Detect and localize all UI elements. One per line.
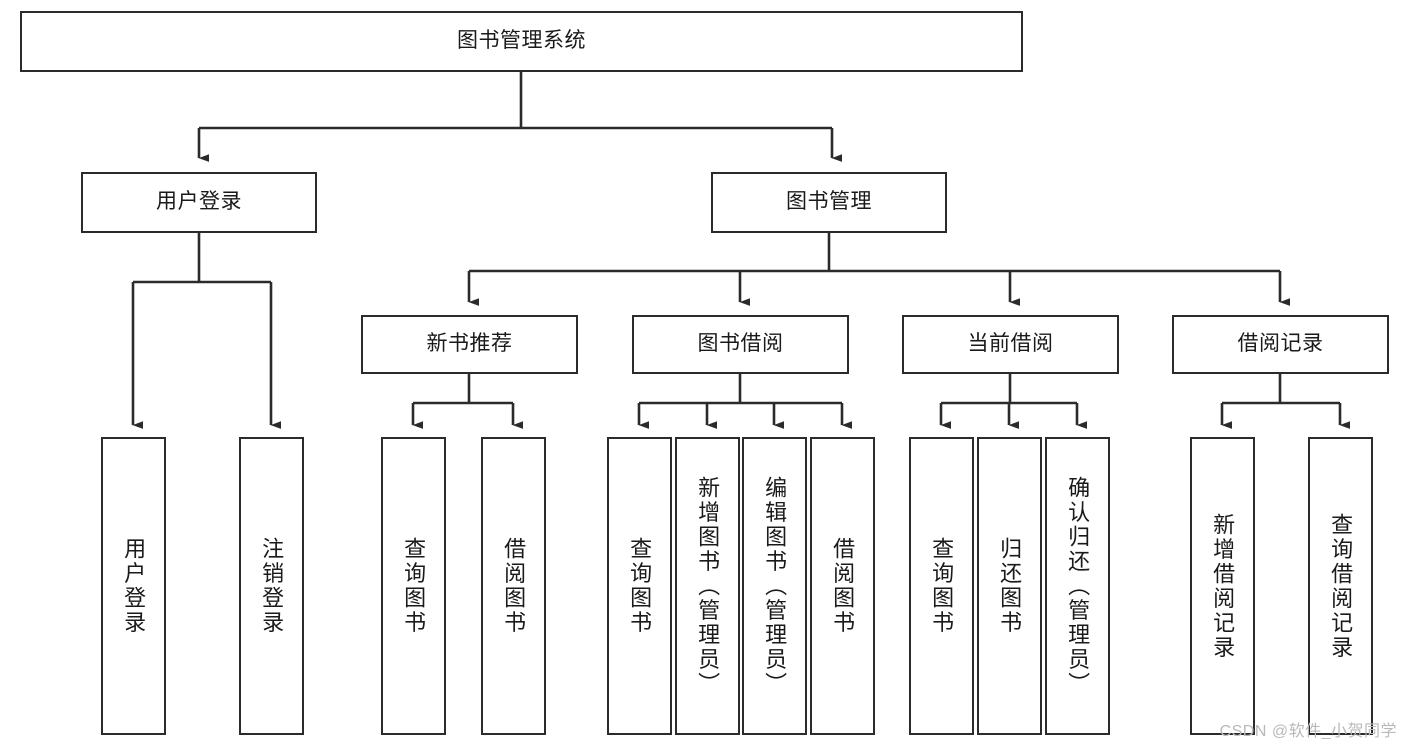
leaf-edit-book-admin[interactable]: 编辑图书（管理员） xyxy=(742,437,807,735)
node-book-borrow[interactable]: 图书借阅 xyxy=(632,315,849,374)
leaf-borrow-book-2-label: 借阅图书 xyxy=(830,537,856,635)
leaf-return-book[interactable]: 归还图书 xyxy=(977,437,1042,735)
node-book-management[interactable]: 图书管理 xyxy=(711,172,947,233)
leaf-query-borrow-record[interactable]: 查询借阅记录 xyxy=(1308,437,1373,735)
node-borrow-record-label: 借阅记录 xyxy=(1237,332,1324,356)
leaf-borrow-book-2[interactable]: 借阅图书 xyxy=(810,437,875,735)
leaf-edit-book-admin-label: 编辑图书（管理员） xyxy=(762,475,788,697)
node-user-login-label: 用户登录 xyxy=(156,190,242,214)
leaf-confirm-return-admin[interactable]: 确认归还（管理员） xyxy=(1045,437,1110,735)
leaf-query-borrow-record-label: 查询借阅记录 xyxy=(1328,512,1354,660)
leaf-query-book-3[interactable]: 查询图书 xyxy=(909,437,974,735)
leaf-query-book-1-label: 查询图书 xyxy=(401,537,427,635)
node-user-login[interactable]: 用户登录 xyxy=(81,172,317,233)
node-borrow-record[interactable]: 借阅记录 xyxy=(1172,315,1389,374)
leaf-return-book-label: 归还图书 xyxy=(997,537,1023,635)
leaf-add-book-admin[interactable]: 新增图书（管理员） xyxy=(675,437,740,735)
node-new-book-recommend[interactable]: 新书推荐 xyxy=(361,315,578,374)
node-root[interactable]: 图书管理系统 xyxy=(20,11,1023,72)
connector-edges xyxy=(131,72,1351,430)
leaf-user-login[interactable]: 用户登录 xyxy=(101,437,166,735)
leaf-add-borrow-record[interactable]: 新增借阅记录 xyxy=(1190,437,1255,735)
node-book-management-label: 图书管理 xyxy=(786,190,872,214)
leaf-user-login-label: 用户登录 xyxy=(121,537,147,635)
leaf-add-borrow-record-label: 新增借阅记录 xyxy=(1210,512,1236,660)
leaf-logout-login[interactable]: 注销登录 xyxy=(239,437,304,735)
node-current-borrow-label: 当前借阅 xyxy=(967,332,1054,356)
leaf-query-book-3-label: 查询图书 xyxy=(929,537,955,635)
node-book-borrow-label: 图书借阅 xyxy=(697,332,784,356)
node-current-borrow[interactable]: 当前借阅 xyxy=(902,315,1119,374)
leaf-borrow-book-1[interactable]: 借阅图书 xyxy=(481,437,546,735)
leaf-query-book-1[interactable]: 查询图书 xyxy=(381,437,446,735)
node-new-book-recommend-label: 新书推荐 xyxy=(426,332,513,356)
leaf-query-book-2[interactable]: 查询图书 xyxy=(607,437,672,735)
node-root-label: 图书管理系统 xyxy=(457,29,586,53)
leaf-borrow-book-1-label: 借阅图书 xyxy=(501,537,527,635)
leaf-confirm-return-admin-label: 确认归还（管理员） xyxy=(1065,475,1091,697)
leaf-add-book-admin-label: 新增图书（管理员） xyxy=(695,475,721,697)
leaf-logout-login-label: 注销登录 xyxy=(259,537,285,635)
leaf-query-book-2-label: 查询图书 xyxy=(627,537,653,635)
